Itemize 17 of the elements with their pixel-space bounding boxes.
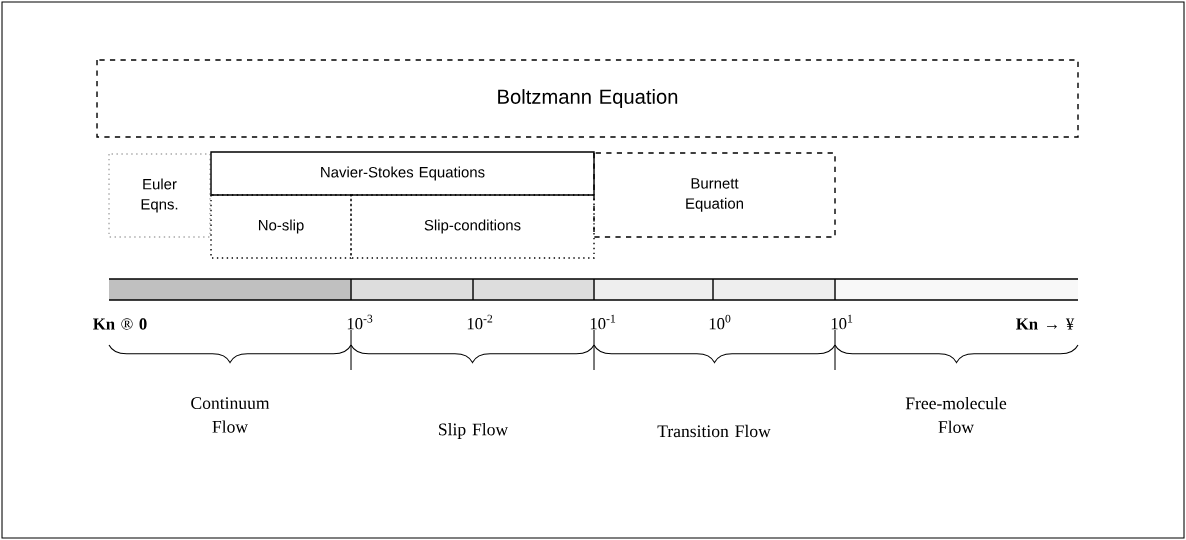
equation-box: Boltzmann Equation — [96, 59, 1079, 138]
tick-label: 10$^{1}$ — [831, 314, 853, 330]
tick-label: 10$^{0}$ — [709, 314, 731, 330]
regime-label: Slip Flow — [439, 423, 509, 439]
equation-box: Navier-Stokes Equations — [210, 151, 595, 196]
tick-label: 10$^{-1}$ — [590, 314, 616, 330]
tick-label: 10$^{-3}$ — [347, 314, 373, 330]
equation-box: Slip-conditions — [350, 194, 595, 259]
regime-label: Continuum Flow — [191, 397, 270, 433]
regime-label: Transition Flow — [657, 424, 771, 438]
equation-box: Euler Eqns. — [108, 153, 211, 238]
tick-label: 10$^{-2}$ — [467, 314, 493, 330]
limit-label: Kn → ¥ — [1016, 318, 1075, 330]
equation-box: Burnett Equation — [593, 152, 836, 238]
equation-box: No-slip — [210, 194, 352, 259]
limit-label: Kn ® 0 — [93, 318, 147, 330]
regime-label: Free-molecule Flow — [905, 396, 1007, 434]
